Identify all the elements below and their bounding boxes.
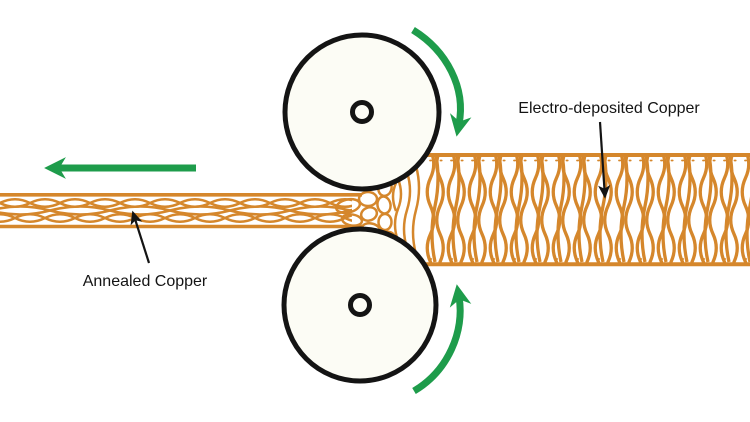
top-roller-rotation-arrow-icon (411, 27, 472, 137)
bottom-roller (281, 226, 439, 384)
annealed-label: Annealed Copper (83, 273, 208, 290)
bottom-roller-rotation-arrow-icon (412, 284, 472, 395)
top-roller (282, 32, 442, 192)
electro-deposited-copper-strip (424, 153, 750, 267)
electro-deposited-callout-arrow-icon (598, 121, 611, 199)
annealed-copper-strip (0, 193, 362, 229)
top-roller-axle-icon (350, 100, 374, 124)
electro-deposited-label: Electro-deposited Copper (518, 100, 700, 117)
bottom-roller-axle-icon (348, 293, 372, 317)
annealed-callout-arrow-icon (130, 210, 151, 264)
